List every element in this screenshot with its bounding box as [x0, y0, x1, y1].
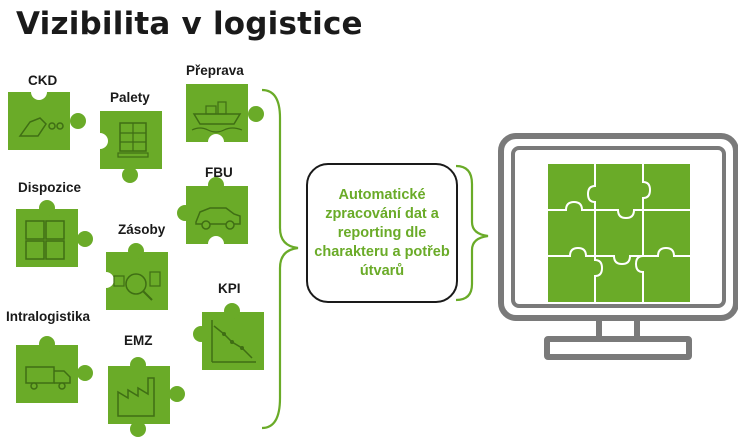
piece-zsoby	[98, 243, 168, 310]
car-parts-icon	[18, 117, 64, 137]
factory-icon	[117, 377, 155, 417]
label-zsoby: Zásoby	[118, 222, 166, 237]
piece-ckd	[8, 84, 86, 150]
piece-tab	[39, 200, 55, 216]
chart-icon	[211, 320, 256, 363]
piece-tab	[208, 177, 224, 193]
piece-tab	[128, 243, 144, 259]
label-dispozice: Dispozice	[18, 180, 82, 195]
monitor-neck	[596, 318, 640, 338]
piece-notch	[92, 133, 108, 149]
piece-tab	[224, 303, 240, 319]
piece-tab	[169, 386, 185, 402]
piece-tab	[130, 421, 146, 437]
piece-fbu	[177, 177, 248, 252]
piece-emz	[108, 357, 185, 437]
center-text: Automatické zpracování dat a reporting d…	[314, 186, 450, 279]
puzzle-grid-icon	[548, 164, 690, 302]
page-title: Vizibilita v logistice	[16, 6, 363, 42]
monitor-screen	[548, 164, 690, 302]
piece-tab	[70, 113, 86, 129]
piece-tab	[177, 205, 193, 221]
piece-notch	[98, 272, 114, 288]
center-text-box: Automatické zpracování dat a reporting d…	[306, 163, 458, 303]
piece-intralogistika	[16, 336, 93, 403]
piece-kpi	[193, 303, 264, 370]
car-icon	[195, 207, 241, 230]
piece-notch	[208, 236, 224, 252]
label-kpi: KPI	[218, 281, 241, 296]
label-prprava: Přeprava	[186, 63, 244, 78]
label-fbu: FBU	[205, 165, 233, 180]
right-brace	[455, 164, 489, 302]
monitor-base	[544, 336, 692, 360]
piece-dispozice	[16, 200, 93, 267]
monitor-bezel	[511, 146, 726, 308]
inventory-search-icon	[113, 271, 161, 301]
left-brace	[261, 88, 299, 430]
monitor-frame	[498, 133, 738, 321]
piece-tab	[248, 106, 264, 122]
piece-notch	[208, 134, 224, 150]
boxes-icon	[25, 220, 65, 260]
label-intralogistika: Intralogistika	[6, 309, 91, 324]
piece-tab	[39, 336, 55, 352]
truck-icon	[25, 366, 71, 390]
pallet-icon	[117, 122, 149, 158]
piece-tab	[77, 365, 93, 381]
piece-tab	[122, 167, 138, 183]
piece-tab	[130, 357, 146, 373]
piece-tab	[77, 231, 93, 247]
piece-tab	[193, 326, 209, 342]
label-emz: EMZ	[124, 333, 153, 348]
piece-palety	[92, 111, 162, 183]
label-palety: Palety	[110, 90, 150, 105]
ship-icon	[191, 101, 243, 133]
piece-notch	[31, 84, 47, 100]
piece-prprava	[186, 84, 264, 150]
